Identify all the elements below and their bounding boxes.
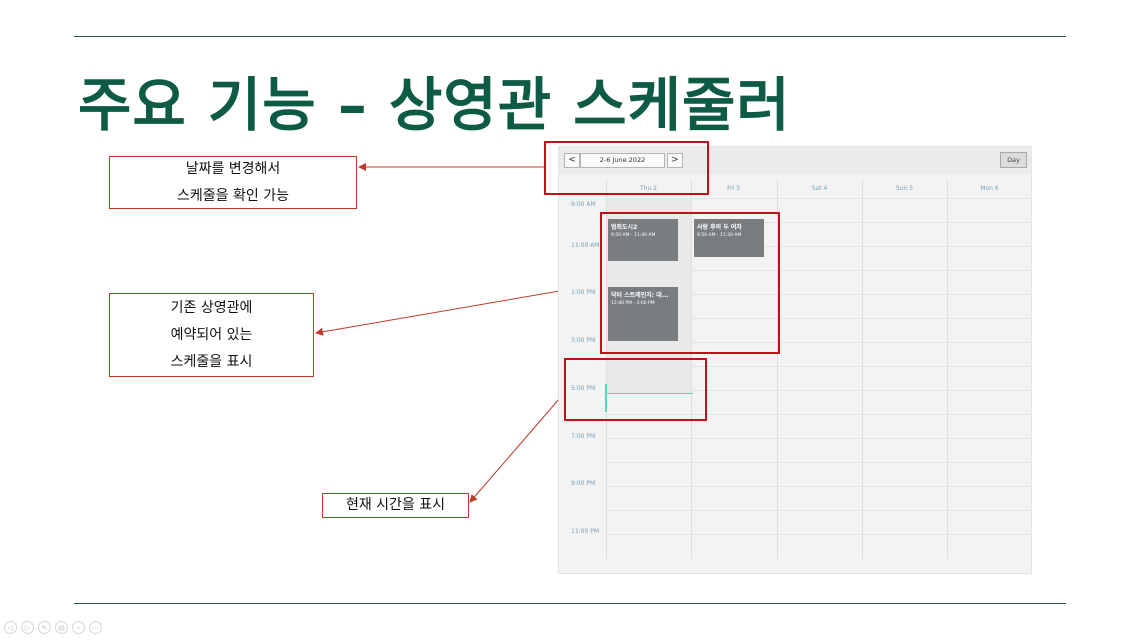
row-divider	[606, 534, 1031, 535]
time-label: 11:00 PM	[571, 528, 599, 535]
time-label: 9:00 AM	[571, 201, 596, 208]
event-title: 범죄도시2	[611, 224, 638, 231]
row-divider	[606, 294, 1031, 295]
highlight-current-time	[564, 358, 707, 421]
event-time: 12:40 PM - 3:00 PM	[611, 301, 655, 306]
bottom-rule	[74, 603, 1066, 604]
next-slide-icon[interactable]: ▷	[21, 621, 34, 634]
row-divider	[606, 270, 1031, 271]
time-label: 9:00 PM	[571, 480, 596, 487]
row-divider	[606, 318, 1031, 319]
row-divider	[606, 438, 1031, 439]
callout-line: 스케줄을 확인 가능	[177, 187, 289, 204]
column-divider	[691, 179, 692, 559]
column-divider	[862, 179, 863, 559]
scheduler-toolbar: < 2-6 June 2022 > Day	[559, 147, 1031, 174]
day-header[interactable]: Mon 6	[980, 185, 999, 192]
zoom-icon[interactable]: ⌕	[72, 621, 85, 634]
row-divider	[606, 462, 1031, 463]
event-block[interactable]: 범죄도시2 9:50 AM - 11:40 AM	[608, 219, 678, 261]
prev-slide-icon[interactable]: ◁	[4, 621, 17, 634]
row-divider	[606, 366, 1031, 367]
day-view-button[interactable]: Day	[1000, 152, 1027, 168]
row-divider	[606, 198, 1031, 199]
row-divider	[606, 390, 1031, 391]
event-block[interactable]: 사랑 후의 두 여자 9:50 AM - 11:30 AM	[694, 219, 764, 257]
time-label: 3:00 PM	[571, 337, 596, 344]
event-title: 사랑 후의 두 여자	[697, 224, 742, 231]
time-label: 7:00 PM	[571, 433, 596, 440]
row-divider	[606, 246, 1031, 247]
row-divider	[606, 342, 1031, 343]
event-block[interactable]: 닥터 스트레인지: 대... 12:40 PM - 3:00 PM	[608, 287, 678, 341]
scheduler: < 2-6 June 2022 > Day Thu 2 Fri 3 Sat 4 …	[558, 146, 1032, 574]
callout-line: 스케줄을 표시	[170, 353, 253, 370]
callout-current-time: 현재 시간을 표시	[322, 493, 469, 518]
row-divider	[606, 414, 1031, 415]
more-icon[interactable]: ⋯	[89, 621, 102, 634]
highlight-date-navigator	[544, 141, 709, 195]
callout-existing-schedule: 기존 상영관에 예약되어 있는 스케줄을 표시	[109, 293, 314, 377]
arrow-current	[469, 390, 567, 503]
pen-icon[interactable]: ✎	[38, 621, 51, 634]
callout-line: 현재 시간을 표시	[345, 497, 446, 513]
column-divider	[777, 179, 778, 559]
top-rule	[74, 36, 1066, 37]
event-time: 9:50 AM - 11:40 AM	[611, 233, 656, 238]
row-divider	[606, 222, 1031, 223]
day-header[interactable]: Thu 2	[640, 185, 657, 192]
time-label: 1:00 PM	[571, 289, 596, 296]
slides-icon[interactable]: ▤	[55, 621, 68, 634]
callout-line: 날짜를 변경해서	[185, 160, 281, 177]
page-title: 주요 기능 – 상영관 스케줄러	[78, 71, 791, 139]
callout-date-change: 날짜를 변경해서 스케줄을 확인 가능	[109, 156, 357, 209]
column-divider	[947, 179, 948, 559]
callout-line: 예약되어 있는	[170, 326, 253, 343]
time-label: 5:00 PM	[571, 385, 596, 392]
event-title: 닥터 스트레인지: 대...	[611, 292, 669, 299]
day-header[interactable]: Sun 5	[895, 185, 914, 192]
highlight-existing-events	[600, 212, 780, 354]
chevron-right-icon[interactable]: >	[667, 153, 683, 168]
row-divider	[606, 510, 1031, 511]
current-time-marker	[605, 384, 607, 412]
callout-line: 기존 상영관에	[170, 299, 253, 316]
row-divider	[606, 486, 1031, 487]
day-header[interactable]: Fri 3	[727, 185, 740, 192]
column-divider	[606, 179, 607, 559]
chevron-left-icon[interactable]: <	[564, 153, 580, 168]
event-time: 9:50 AM - 11:30 AM	[697, 233, 742, 238]
date-range-picker[interactable]: 2-6 June 2022	[580, 153, 665, 168]
slideshow-controls: ◁ ▷ ✎ ▤ ⌕ ⋯	[4, 621, 102, 634]
current-time-line	[607, 393, 693, 394]
time-label: 11:00 AM	[571, 242, 600, 249]
day-header[interactable]: Sat 4	[811, 185, 828, 192]
